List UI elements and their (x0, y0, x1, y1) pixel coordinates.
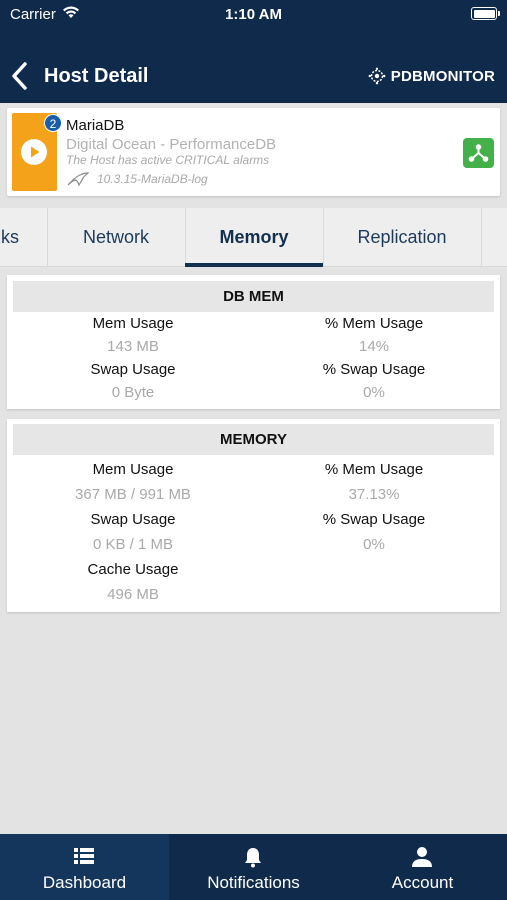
tab-divider (481, 208, 482, 267)
status-time: 1:10 AM (225, 6, 282, 23)
memory-panel: MEMORY Mem Usage % Mem Usage 367 MB / 99… (7, 419, 500, 612)
host-status-tile (12, 113, 57, 191)
cache-usage-value: 496 MB (107, 586, 159, 603)
tab-divider (47, 208, 48, 267)
db-mem-usage-value: 143 MB (107, 338, 159, 355)
status-bar: Carrier 1:10 AM (0, 0, 507, 28)
db-pct-swap-label: % Swap Usage (322, 361, 426, 378)
pct-mem-label: % Mem Usage (324, 461, 424, 478)
dashboard-label: Dashboard (42, 873, 127, 892)
bell-icon (245, 848, 261, 868)
mem-usage-value: 367 MB / 991 MB (75, 486, 191, 503)
pct-swap-label: % Swap Usage (322, 511, 426, 528)
tab-divider (323, 208, 324, 267)
pct-swap-value: 0% (363, 536, 385, 553)
tab-memory[interactable]: Memory (219, 227, 289, 247)
list-icon (74, 848, 94, 864)
alarm-count-badge: 2 (44, 114, 62, 132)
host-card[interactable]: 2 MariaDB Digital Ocean - PerformanceDB … (7, 108, 500, 196)
host-alarm-text: The Host has active CRITICAL alarms (66, 153, 270, 167)
topology-button[interactable] (463, 138, 494, 168)
host-version: 10.3.15-MariaDB-log (97, 172, 208, 186)
tab-replication[interactable]: Replication (357, 227, 447, 247)
swap-usage-label: Swap Usage (90, 511, 176, 528)
db-mem-panel: DB MEM Mem Usage % Mem Usage 143 MB 14% … (7, 275, 500, 409)
account-label: Account (391, 873, 454, 892)
active-tab-indicator (185, 263, 323, 267)
person-icon (412, 847, 432, 867)
memory-title: MEMORY (13, 424, 494, 455)
mem-usage-label: Mem Usage (92, 461, 174, 478)
notifications-label: Notifications (207, 873, 300, 892)
pct-mem-value: 37.13% (348, 486, 400, 503)
bottom-tab-account[interactable]: Account (338, 834, 507, 900)
wifi-icon (63, 6, 79, 18)
bottom-tab-notifications[interactable]: Notifications (169, 834, 338, 900)
tab-network[interactable]: Network (82, 227, 149, 247)
battery-icon (471, 7, 500, 20)
bottom-tab-bar: Dashboard Notifications Account (0, 834, 507, 900)
db-swap-usage-value: 0 Byte (111, 384, 155, 401)
tab-checks[interactable]: ks (1, 227, 19, 247)
section-tabs: ks Network Memory Replication (0, 208, 507, 267)
db-pct-mem-label: % Mem Usage (324, 315, 424, 332)
db-pct-swap-value: 0% (363, 384, 385, 401)
play-circle-icon (21, 139, 47, 165)
back-chevron-icon[interactable] (8, 60, 32, 92)
carrier-label: Carrier (10, 6, 56, 23)
brand-name: PDBMONITOR (390, 67, 495, 85)
host-name: MariaDB (66, 117, 125, 134)
app-header: Carrier 1:10 AM Host Detail PDBMONITOR (0, 0, 507, 103)
swap-usage-value: 0 KB / 1 MB (92, 536, 174, 553)
page-title: Host Detail (44, 65, 149, 87)
db-mem-usage-label: Mem Usage (92, 315, 174, 332)
db-pct-mem-value: 14% (358, 338, 390, 355)
cache-usage-label: Cache Usage (87, 561, 179, 578)
host-subtitle: Digital Ocean - PerformanceDB (66, 136, 277, 153)
dolphin-icon (67, 172, 89, 186)
bottom-tab-dashboard[interactable]: Dashboard (0, 834, 169, 900)
brand-logo: PDBMONITOR (368, 67, 495, 85)
gear-logo-icon (368, 67, 386, 85)
nav-bar: Host Detail PDBMONITOR (0, 52, 507, 100)
topology-icon (468, 144, 489, 162)
db-swap-usage-label: Swap Usage (90, 361, 176, 378)
db-mem-title: DB MEM (13, 281, 494, 312)
tab-divider (185, 208, 186, 267)
